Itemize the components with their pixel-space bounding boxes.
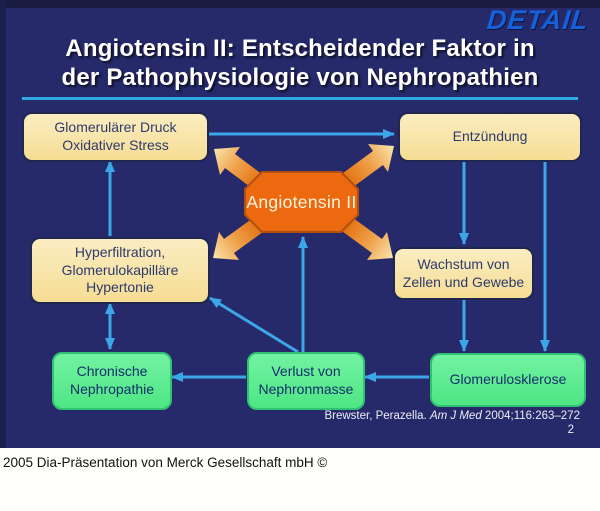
detail-logo: DETAIL <box>484 5 590 35</box>
footer-bar: 2005 Dia-Präsentation von Merck Gesellsc… <box>0 448 600 511</box>
node-hyperfiltration-line2: Glomerulokapilläre <box>61 261 179 278</box>
block-arrow-lower-left <box>213 215 267 260</box>
presentation-slide: DETAIL Angiotensin II: Entscheidender Fa… <box>0 0 600 448</box>
node-entzuendung: Entzündung <box>398 112 582 162</box>
slide-top-border <box>0 0 600 8</box>
diagram-arrows-layer <box>105 129 550 382</box>
node-entzuendung-label: Entzündung <box>452 128 528 145</box>
block-arrow-upper-right <box>339 144 394 190</box>
slide-title-line1: Angiotensin II: Entscheidender Faktor in <box>65 35 535 62</box>
node-chronische-line2: Nephropathie <box>69 381 155 397</box>
node-angiotensin-label: Angiotensin II <box>246 191 357 212</box>
node-hyperfiltration: Hyperfiltration, Glomerulokapilläre Hype… <box>30 237 210 304</box>
citation: Brewster, Perazella. Am J Med 2004;116:2… <box>324 410 580 422</box>
node-hyperfiltration-line3: Hypertonie <box>86 279 154 296</box>
slide-page-number: 2 <box>567 424 574 436</box>
node-verlust-line2: Nephronmasse <box>258 381 354 397</box>
node-wachstum-line2: Zellen und Gewebe <box>402 273 525 290</box>
node-glomerular-druck-line2: Oxidativer Stress <box>62 137 169 153</box>
arrow-verlust-to-hyperfiltration <box>209 296 299 354</box>
footer-copyright: 2005 Dia-Präsentation von Merck Gesellsc… <box>3 455 328 470</box>
node-verlust-nephronmasse: Verlust von Nephronmasse <box>247 352 365 410</box>
node-glomerulosklerose: Glomerulosklerose <box>430 353 586 407</box>
slide-title: Angiotensin II: Entscheidender Faktor in… <box>0 34 600 92</box>
citation-ref: 2004;116:263–272 <box>484 410 580 422</box>
title-underline <box>22 97 578 100</box>
node-chronische-nephropathie: Chronische Nephropathie <box>52 352 172 410</box>
node-verlust-line1: Verlust von <box>271 363 341 380</box>
citation-authors: Brewster, Perazella. <box>324 410 427 422</box>
node-glomerulosklerose-label: Glomerulosklerose <box>449 371 567 388</box>
node-glomerular-druck: Glomerulärer Druck Oxidativer Stress <box>22 112 209 162</box>
block-arrow-lower-right <box>339 215 393 260</box>
node-wachstum: Wachstum von Zellen und Gewebe <box>393 247 534 300</box>
node-glomerular-druck-line1: Glomerulärer Druck <box>54 119 177 136</box>
node-hyperfiltration-line1: Hyperfiltration, <box>74 243 166 260</box>
slide-title-line2: der Pathophysiologie von Nephropathien <box>61 64 539 91</box>
citation-journal: Am J Med <box>429 410 482 422</box>
angiotensin-octagon <box>244 171 359 233</box>
slide-left-border <box>0 0 6 448</box>
node-chronische-line1: Chronische <box>76 363 148 380</box>
node-wachstum-line1: Wachstum von <box>417 255 510 272</box>
